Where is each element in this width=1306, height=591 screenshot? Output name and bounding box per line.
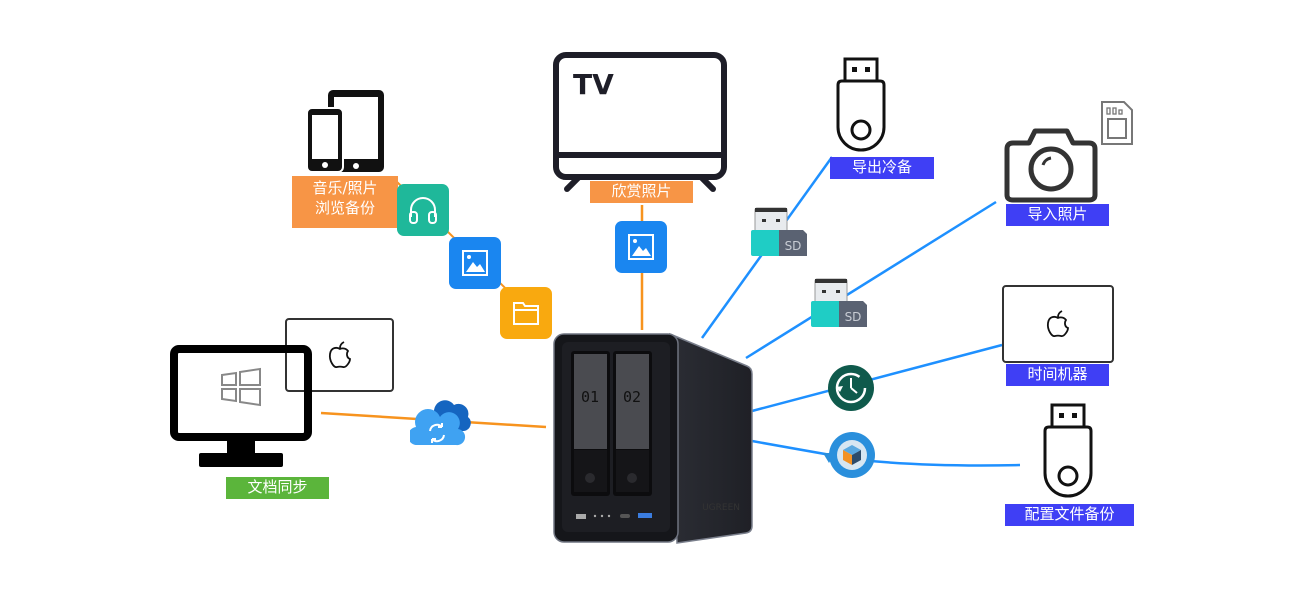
time-machine-icon	[826, 363, 876, 417]
label-timemachine: 时间机器	[1006, 364, 1109, 386]
brand-mark: UGREEN	[702, 503, 740, 513]
label-export: 导出冷备	[830, 157, 934, 179]
mac-icon-timemachine	[1002, 285, 1114, 363]
cloud-sync-icon	[407, 395, 472, 453]
link-import	[745, 200, 997, 360]
label-mobile: 音乐/照片 浏览备份	[292, 176, 398, 228]
label-tv: 欣赏照片	[590, 181, 693, 203]
sd-text: SD	[785, 239, 802, 253]
label-mobile-line1: 音乐/照片	[312, 179, 378, 197]
link-timemachine	[751, 343, 1003, 413]
photo-app-icon	[449, 237, 501, 289]
nas-device: 01 02 UGREEN	[552, 330, 757, 550]
sd-text: SD	[845, 310, 862, 324]
tv-text: TV	[573, 68, 614, 101]
link-config	[751, 439, 1021, 467]
windows-monitor-icon	[170, 345, 312, 473]
folder-app-icon	[500, 287, 552, 339]
bay-1-label: 01	[581, 388, 599, 406]
label-mobile-line2: 浏览备份	[314, 199, 375, 217]
camera-icon	[1003, 125, 1099, 207]
tv-icon: TV	[553, 52, 727, 198]
usb-sd-adapter-icon: SD	[811, 277, 869, 335]
headphones-app-icon	[397, 184, 449, 236]
usb-sd-adapter-icon: SD	[751, 206, 809, 264]
config-backup-icon	[821, 430, 877, 486]
mac-icon-desktop	[285, 318, 394, 392]
label-import: 导入照片	[1006, 204, 1109, 226]
phone-tablet-icon	[306, 88, 387, 178]
tv-photo-app-icon	[615, 221, 667, 273]
label-desktop: 文档同步	[226, 477, 329, 499]
sd-card-icon	[1100, 100, 1134, 150]
bay-2-label: 02	[623, 388, 641, 406]
usb-drive-icon-export	[836, 57, 886, 157]
usb-drive-icon-config	[1043, 403, 1093, 503]
label-config: 配置文件备份	[1005, 504, 1134, 526]
